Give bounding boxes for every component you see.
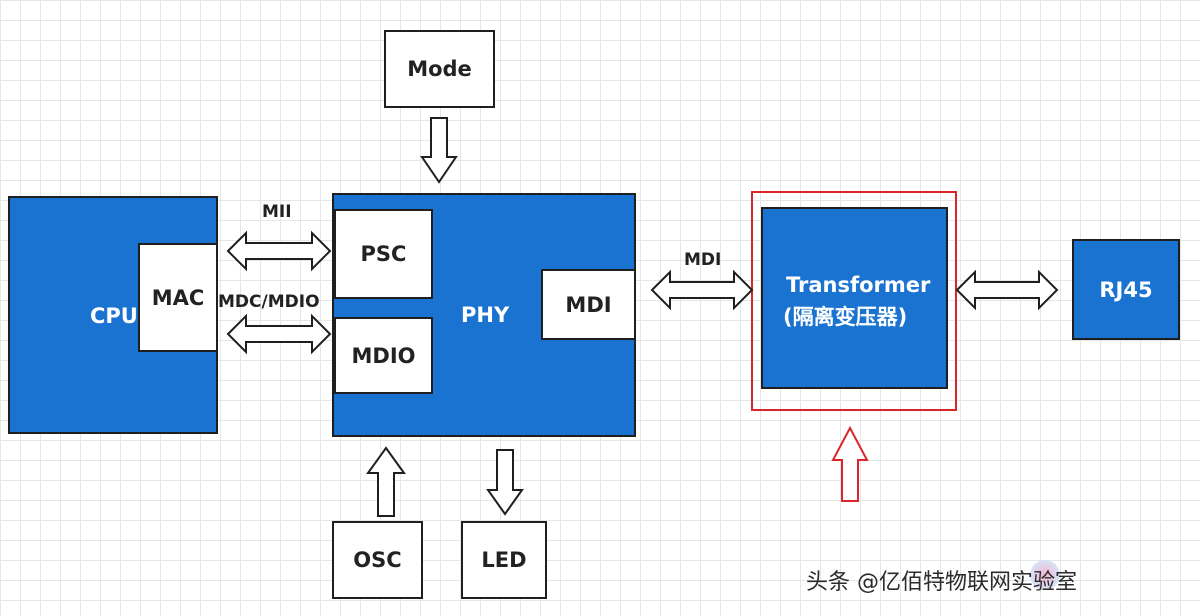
transformer-sublabel: (隔离变压器) — [783, 305, 908, 329]
osc-label: OSC — [353, 548, 402, 572]
mdi-block: MDI — [541, 269, 636, 340]
mode-label: Mode — [407, 57, 472, 81]
led-down-arrow — [486, 449, 524, 516]
mdi-link-label: MDI — [684, 250, 722, 270]
watermark-logo-icon — [1030, 560, 1060, 590]
psc-block: PSC — [334, 209, 433, 299]
mac-label: MAC — [151, 285, 205, 310]
mdi-double-arrow — [650, 269, 754, 311]
led-label: LED — [481, 548, 527, 572]
phy-label: PHY — [461, 303, 510, 327]
highlight-up-arrow — [831, 425, 869, 502]
watermark-text: 头条 @亿佰特物联网实验室 — [806, 570, 1077, 595]
transformer-label: Transformer — [786, 273, 931, 297]
osc-up-arrow — [366, 446, 406, 517]
psc-label: PSC — [360, 242, 407, 266]
osc-block: OSC — [332, 521, 423, 599]
rj45-double-arrow — [955, 269, 1059, 311]
mode-down-arrow — [420, 117, 458, 184]
mac-block: MAC — [138, 243, 218, 352]
mdio-block: MDIO — [334, 317, 433, 394]
mdc-mdio-double-arrow — [226, 313, 332, 355]
mode-block: Mode — [384, 30, 495, 108]
rj45-block: RJ45 — [1072, 239, 1180, 340]
mii-double-arrow — [226, 230, 332, 272]
cpu-label: CPU — [90, 304, 138, 328]
mdi-block-label: MDI — [565, 292, 612, 317]
transformer-block: Transformer (隔离变压器) — [761, 207, 948, 389]
rj45-label: RJ45 — [1099, 277, 1153, 302]
mdc-mdio-link-label: MDC/MDIO — [218, 292, 320, 312]
mii-link-label: MII — [262, 202, 292, 222]
transformer-highlight-frame — [751, 191, 957, 411]
led-block: LED — [461, 521, 547, 599]
mdio-label: MDIO — [351, 343, 416, 368]
